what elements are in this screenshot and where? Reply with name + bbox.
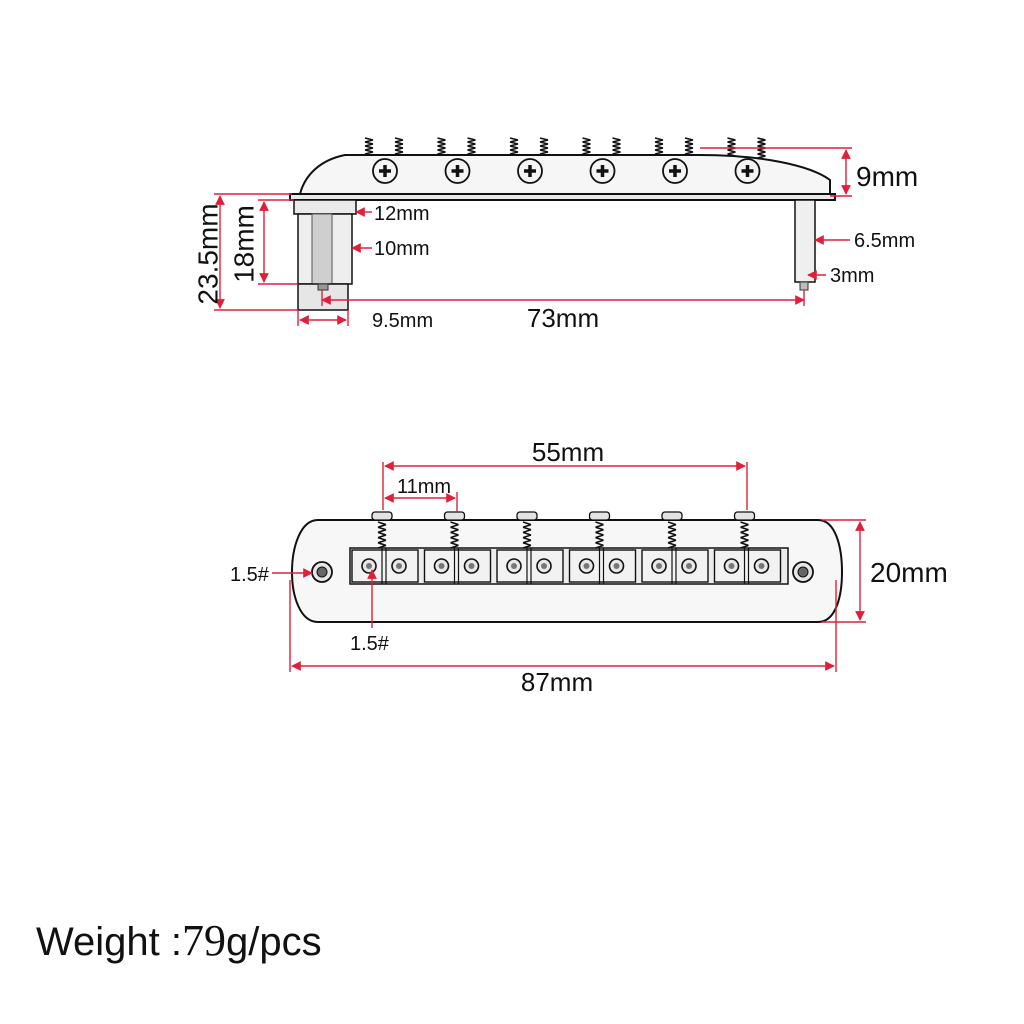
intonation-screw-tab <box>516 511 538 521</box>
screw-head-icon <box>372 158 398 184</box>
height-screw-icon <box>651 558 667 574</box>
dim-label-saddle-pitch: 11mm <box>397 476 451 498</box>
side-view-screws <box>372 158 761 184</box>
side-view: 23.5mm 18mm 12mm 10mm 9.5mm 73mm 9mm 6.5… <box>192 137 918 333</box>
intonation-screw-tab <box>733 511 756 521</box>
dim-label-post-mid-width: 10mm <box>374 238 430 260</box>
dim-label-post-spacing: 73mm <box>527 303 599 333</box>
top-view-right-screw <box>792 561 814 583</box>
dim-label-saddle-span: 55mm <box>532 437 604 467</box>
dim-label-post-base-width: 9.5mm <box>372 310 433 332</box>
height-screw-icon <box>753 558 770 574</box>
dim-label-width: 20mm <box>870 557 948 588</box>
side-view-base-plate <box>289 193 836 201</box>
side-view-left-post <box>293 199 357 311</box>
saddle-spring <box>377 521 387 549</box>
screw-head-icon <box>444 158 471 184</box>
intonation-screw-tab <box>443 511 466 521</box>
dim-label-right-post-tip: 3mm <box>830 265 874 287</box>
saddle-spring <box>450 521 459 549</box>
saddle <box>641 511 709 584</box>
dim-label-plate-height: 9mm <box>856 161 918 192</box>
saddle <box>423 511 492 584</box>
saddle-spring <box>595 521 604 549</box>
side-view-body <box>298 154 831 198</box>
top-view-left-screw <box>311 561 333 583</box>
top-view-dimension-lines <box>272 461 866 672</box>
intonation-screw-tab <box>371 511 393 521</box>
height-screw-icon <box>391 558 407 574</box>
dim-label-height-post: 18mm <box>228 205 259 283</box>
height-screw-icon <box>681 558 697 574</box>
weight-spec: Weight :79g/pcs <box>36 915 322 966</box>
side-view-dimension-lines <box>214 147 852 326</box>
screw-head-icon <box>517 158 543 184</box>
height-screw-icon <box>433 558 450 574</box>
height-screw-icon <box>506 558 522 574</box>
weight-unit: g/pcs <box>226 920 322 964</box>
side-view-right-post <box>794 199 816 291</box>
screw-head-icon <box>662 158 688 184</box>
screw-head-icon <box>589 158 616 184</box>
height-screw-icon <box>608 558 625 574</box>
intonation-screw-tab <box>661 511 683 521</box>
dim-label-screw-left: 1.5# <box>230 564 270 586</box>
dim-label-length: 87mm <box>521 667 593 697</box>
dim-label-post-top-width: 12mm <box>374 203 430 225</box>
height-screw-icon <box>578 558 595 574</box>
dim-label-height-overall: 23.5mm <box>192 203 223 304</box>
screw-head-icon <box>734 158 761 184</box>
height-screw-icon <box>723 558 740 574</box>
dim-label-screw-saddle: 1.5# <box>350 633 390 655</box>
dim-label-right-post-width: 6.5mm <box>854 230 915 252</box>
saddle-spring <box>740 521 749 549</box>
saddle <box>713 511 782 584</box>
saddle-spring <box>522 521 532 549</box>
saddle-spring <box>667 521 677 549</box>
height-screw-icon <box>361 558 377 574</box>
height-screw-icon <box>536 558 552 574</box>
weight-label: Weight : <box>36 920 182 964</box>
side-view-springs <box>364 137 766 159</box>
intonation-screw-tab <box>588 511 611 521</box>
side-spring <box>757 137 766 159</box>
saddle <box>496 511 564 584</box>
top-view: 55mm 11mm 20mm 87mm 1.5# 1.5# <box>230 437 948 697</box>
weight-value: 79 <box>182 916 226 965</box>
saddle <box>568 511 637 584</box>
height-screw-icon <box>463 558 480 574</box>
